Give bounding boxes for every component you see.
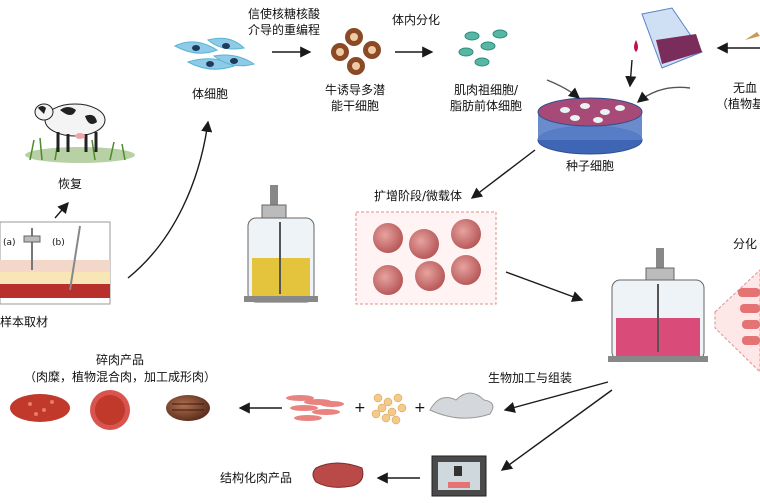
- arrow-media-to-dish: [636, 86, 691, 103]
- label-reprog-2: 介导的重编程: [248, 23, 321, 37]
- label-minced-1: 碎肉产品: [95, 353, 144, 367]
- label-serum-free-2: （植物基: [716, 97, 760, 111]
- arrow-dish-to-expansion: [470, 149, 536, 199]
- muscle-fibers: [286, 395, 344, 421]
- label-progenitor-2: 脂肪前体细胞: [449, 99, 522, 113]
- label-somatic: 体细胞: [191, 87, 228, 101]
- cow-illustration: [25, 103, 135, 163]
- microcarrier-panel: [355, 211, 497, 305]
- arrow-to-bioprocessing: [503, 381, 609, 413]
- media-beaker: [625, 7, 703, 88]
- arrow-to-3d-printer: [500, 389, 613, 471]
- arrow-myo-to-dish: [546, 79, 581, 99]
- somatic-cells: [173, 37, 256, 70]
- label-ipsc-2: 能干细胞: [330, 99, 379, 113]
- label-sample-a: (a): [3, 238, 16, 248]
- progenitor-cells: [458, 29, 508, 67]
- label-sample: 样本取材: [0, 315, 49, 329]
- 3d-printer: [431, 455, 487, 497]
- differentiation-panel: [714, 269, 760, 373]
- minced-meat-products: [10, 390, 210, 430]
- arrow-sample-to-restore: [54, 201, 69, 219]
- label-structured: 结构化肉产品: [220, 471, 293, 485]
- label-differentiation: 分化: [733, 237, 758, 251]
- label-reprog-1: 信使核糖核酸: [248, 7, 321, 21]
- ipsc-cells: [331, 28, 381, 75]
- label-expansion: 扩增阶段/微载体: [374, 189, 463, 203]
- plant-icon: [745, 32, 760, 40]
- label-serum-free-1: 无血: [733, 81, 758, 95]
- label-progenitor-1: 肌肉祖细胞/: [453, 83, 519, 97]
- plus-sign-1: +: [354, 400, 366, 416]
- steak-product: [312, 462, 364, 488]
- label-minced-2: （肉糜，植物混合肉，加工成形肉）: [23, 370, 216, 384]
- label-differentiation-in-vivo: 体内分化: [392, 13, 441, 27]
- label-bioprocessing: 生物加工与组装: [488, 371, 573, 385]
- label-ipsc-1: 牛诱导多潜: [324, 83, 385, 97]
- sample-biopsy-illustration: [0, 221, 111, 305]
- arrow-sample-to-somatic: [127, 120, 213, 279]
- label-restore: 恢复: [57, 177, 82, 191]
- label-sample-b: (b): [52, 238, 65, 248]
- bioreactor-differentiation: [608, 248, 708, 362]
- seed-cell-dish: [537, 97, 643, 155]
- scaffold: [429, 392, 494, 419]
- label-seed-cells: 种子细胞: [565, 159, 614, 173]
- arrow-expansion-to-differentiation: [505, 271, 584, 302]
- plus-sign-2: +: [414, 400, 426, 416]
- bioreactor-expansion: [244, 185, 318, 303]
- fat-cells: [371, 393, 407, 425]
